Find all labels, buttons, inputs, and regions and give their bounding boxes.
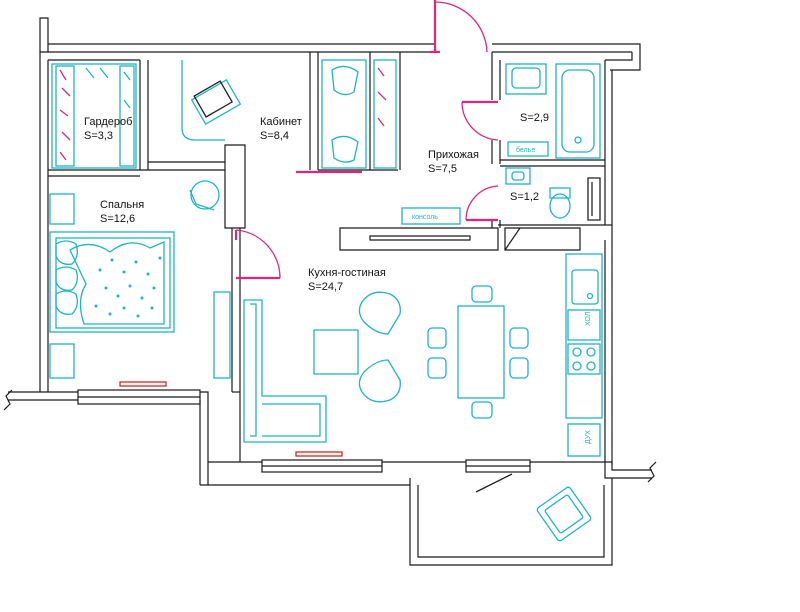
- room-name-kitchen-living: Кухня-гостиная: [308, 267, 386, 279]
- bedroom-furniture: [49, 193, 231, 379]
- kitchen: ХОЛ ДУХ: [565, 253, 603, 457]
- room-name-bedroom: Спальня: [100, 199, 144, 211]
- bathroom: белье: [505, 63, 601, 159]
- room-name-hallway: Прихожая: [428, 149, 479, 161]
- room-area-kitchen-living: S=24,7: [308, 281, 343, 293]
- fridge-label: ХОЛ: [585, 311, 592, 326]
- room-area-study: S=8,4: [260, 130, 289, 142]
- room-area-toilet: S=1,2: [510, 191, 539, 203]
- doors: [234, 0, 499, 280]
- console-label: консоль: [412, 214, 438, 221]
- room-area-bedroom: S=12,6: [100, 213, 135, 225]
- room-area-wardrobe: S=3,3: [84, 130, 113, 142]
- wardrobe: [51, 63, 137, 169]
- bedspread-pattern: [94, 256, 162, 318]
- toilet-room: [505, 167, 601, 221]
- laundry-label: белье: [516, 146, 535, 154]
- balcony-furniture: [536, 486, 592, 542]
- room-area-bathroom: S=2,9: [520, 112, 549, 124]
- living-room-furniture: [243, 285, 529, 443]
- console: консоль: [401, 207, 461, 225]
- outer-walls: [3, 17, 657, 566]
- interior-walls: [48, 52, 605, 462]
- radiators: [119, 381, 343, 457]
- room-name-wardrobe: Гардероб: [84, 116, 132, 128]
- windows: [77, 389, 531, 493]
- room-labels: Гардероб S=3,3 Кабинет S=8,4 Прихожая S=…: [84, 112, 549, 293]
- study-furniture: [181, 59, 397, 211]
- room-area-hallway: S=7,5: [428, 163, 457, 175]
- oven-label: ДУХ: [585, 430, 592, 444]
- room-name-study: Кабинет: [260, 116, 302, 128]
